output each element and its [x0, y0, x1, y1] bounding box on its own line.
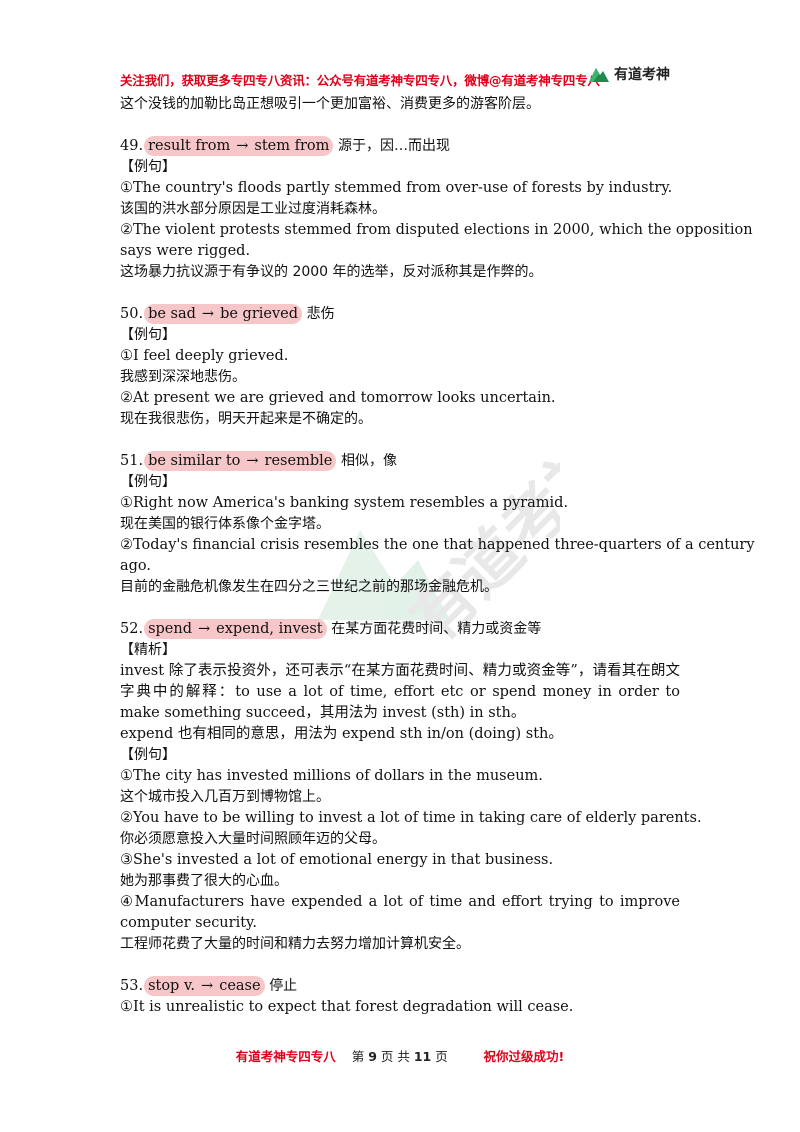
- example-translation: 现在美国的银行体系像个金字塔。: [120, 516, 330, 532]
- footer-page-total: 11: [413, 1049, 432, 1064]
- arrow-icon: →: [201, 306, 215, 322]
- phrase-highlight: result from → stem from: [144, 136, 334, 156]
- phrase-highlight: be sad → be grieved: [144, 304, 303, 324]
- analysis-label: 【精析】: [120, 642, 176, 658]
- example-sentence-cont: ago.: [120, 558, 152, 574]
- logo-text: 有道考神: [614, 67, 670, 83]
- phrase-highlight: be similar to → resemble: [144, 451, 337, 471]
- phrase-meaning: 相似，像: [340, 453, 397, 469]
- example-sentence: ①The country's floods partly stemmed fro…: [120, 180, 673, 196]
- phrase-highlight: spend → expend, invest: [144, 619, 327, 639]
- footer-page-prefix: 第: [351, 1049, 365, 1064]
- entry-number: 51.: [120, 453, 144, 469]
- entry-53-heading: 53.stop v. → cease 停止: [120, 976, 680, 997]
- entry-number: 50.: [120, 306, 144, 322]
- example-sentence: ③She's invested a lot of emotional energ…: [120, 852, 554, 868]
- footer-page-mid: 页 共: [380, 1049, 410, 1064]
- brand-logo: 有道考神: [588, 60, 698, 88]
- arrow-icon: →: [236, 138, 249, 154]
- example-sentence: ①The city has invested millions of dolla…: [120, 768, 543, 784]
- example-translation: 该国的洪水部分原因是工业过度消耗森林。: [120, 201, 386, 217]
- example-sentence: ②The violent protests stemmed from dispu…: [120, 222, 753, 238]
- phrase-to: cease: [219, 978, 261, 994]
- example-sentence: ①It is unrealistic to expect that forest…: [120, 999, 574, 1015]
- vocab-content: 这个没钱的加勒比岛正想吸引一个更加富裕、消费更多的游客阶层。 49.result…: [120, 94, 755, 1018]
- phrase-meaning: 停止: [269, 978, 298, 994]
- phrase-highlight: stop v. → cease: [144, 976, 265, 996]
- phrase-from: be sad: [148, 306, 196, 322]
- example-translation: 工程师花费了大量的时间和精力去努力增加计算机安全。: [120, 936, 470, 952]
- example-label: 【例句】: [120, 474, 176, 490]
- phrase-meaning: 悲伤: [306, 306, 335, 322]
- example-label: 【例句】: [120, 159, 176, 175]
- example-translation: 目前的金融危机像发生在四分之三世纪之前的那场金融危机。: [120, 579, 498, 595]
- example-label: 【例句】: [120, 327, 176, 343]
- phrase-to: resemble: [264, 453, 333, 469]
- arrow-icon: →: [246, 453, 259, 469]
- phrase-to: expend, invest: [216, 621, 323, 637]
- example-translation: 她为那事费了很大的心血。: [120, 873, 288, 889]
- example-sentence: ②You have to be willing to invest a lot …: [120, 810, 702, 826]
- entry-number: 52.: [120, 621, 144, 637]
- analysis-paragraph: invest 除了表示投资外，还可表示“在某方面花费时间、精力或资金等”，请看其…: [120, 663, 680, 721]
- example-sentence: ④Manufacturers have expended a lot of ti…: [120, 894, 680, 931]
- example-translation: 现在我很悲伤，明天开起来是不确定的。: [120, 411, 372, 427]
- promo-banner: 关注我们，获取更多专四专八资讯：公众号有道考神专四专八，微博@有道考神专四专八: [120, 73, 600, 88]
- entry-50-heading: 50.be sad → be grieved 悲伤: [120, 304, 680, 325]
- example-sentence: ②Today's financial crisis resembles the …: [120, 537, 755, 553]
- entry-number: 53.: [120, 978, 144, 994]
- phrase-to: stem from: [254, 138, 330, 154]
- example-label: 【例句】: [120, 747, 176, 763]
- example-sentence: ①Right now America's banking system rese…: [120, 495, 569, 511]
- phrase-from: result from: [148, 138, 231, 154]
- phrase-meaning: 在某方面花费时间、精力或资金等: [331, 621, 542, 637]
- analysis-paragraph: expend 也有相同的意思，用法为 expend sth in/on (doi…: [120, 726, 563, 742]
- logo-icon: [589, 68, 609, 82]
- intro-translation: 这个没钱的加勒比岛正想吸引一个更加富裕、消费更多的游客阶层。: [120, 96, 540, 112]
- phrase-from: stop v.: [148, 978, 196, 994]
- entry-49-heading: 49.result from → stem from 源于，因…而出现: [120, 136, 680, 157]
- entry-51-heading: 51.be similar to → resemble 相似，像: [120, 451, 680, 472]
- entry-52-heading: 52.spend → expend, invest 在某方面花费时间、精力或资金等: [120, 619, 680, 640]
- footer-brand: 有道考神专四专八: [235, 1049, 336, 1064]
- example-translation: 你必须愿意投入大量时间照顾年迈的父母。: [120, 831, 386, 847]
- example-sentence: ①I feel deeply grieved.: [120, 348, 289, 364]
- phrase-from: be similar to: [148, 453, 241, 469]
- phrase-meaning: 源于，因…而出现: [337, 138, 450, 154]
- footer-slogan: 祝你过级成功!: [483, 1049, 565, 1064]
- example-translation: 这个城市投入几百万到博物馆上。: [120, 789, 330, 805]
- footer-page-suffix: 页: [435, 1049, 448, 1064]
- example-sentence-cont: says were rigged.: [120, 243, 251, 259]
- phrase-to: be grieved: [220, 306, 299, 322]
- example-translation: 这场暴力抗议源于有争议的 2000 年的选举，反对派称其是作弊的。: [120, 264, 543, 280]
- footer-page-number: 9: [368, 1049, 377, 1064]
- arrow-icon: →: [201, 978, 214, 994]
- page-footer: 有道考神专四专八 第 9 页 共 11 页 祝你过级成功!: [0, 1046, 800, 1065]
- example-translation: 我感到深深地悲伤。: [120, 369, 246, 385]
- phrase-from: spend: [148, 621, 192, 637]
- entry-number: 49.: [120, 138, 144, 154]
- example-sentence: ②At present we are grieved and tomorrow …: [120, 390, 556, 406]
- arrow-icon: →: [198, 621, 211, 637]
